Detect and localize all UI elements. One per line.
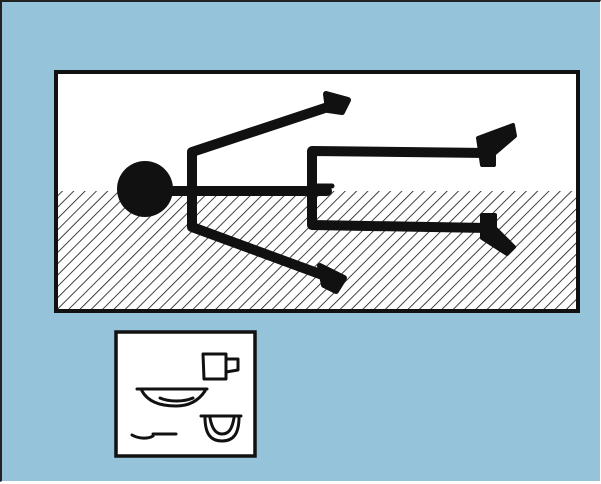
figure-lower-leg <box>307 186 493 233</box>
items-panel <box>114 330 257 458</box>
cup-icon <box>201 352 240 381</box>
figure-upper-arm <box>187 99 342 196</box>
stick-figure-lying-icon <box>117 91 517 294</box>
spoon-icon <box>130 432 178 440</box>
bowl-icon <box>199 414 243 443</box>
figure-upper-leg <box>307 146 493 196</box>
bed-panel-border <box>54 70 580 313</box>
figure-lower-arm <box>187 186 333 282</box>
figure-lower-hand <box>317 263 347 294</box>
plate-icon <box>135 387 209 408</box>
figure-upper-hand <box>323 91 351 115</box>
figure-lower-foot <box>480 213 516 256</box>
figure-head <box>117 161 173 217</box>
items-panel-border <box>114 330 257 458</box>
figure-upper-foot <box>476 123 517 167</box>
